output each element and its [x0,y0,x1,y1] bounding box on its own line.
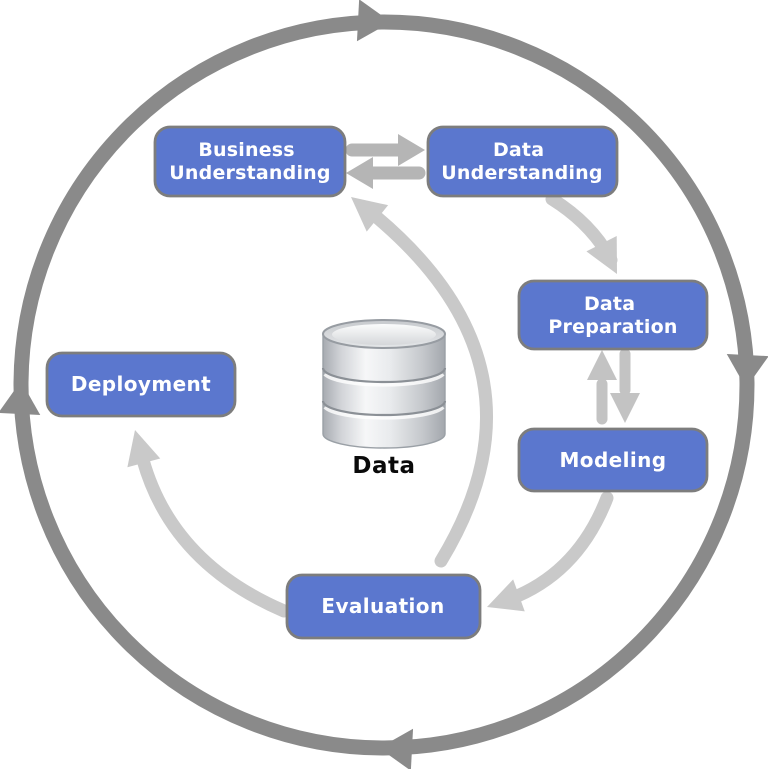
arrowhead [587,350,617,380]
node-label-business-understanding: Business Understanding [169,139,330,184]
node-data-understanding: Data Understanding [426,125,619,198]
node-business-understanding: Business Understanding [153,125,347,198]
node-evaluation: Evaluation [285,573,482,640]
arrowhead [346,157,373,189]
database-top-inner [332,324,436,345]
node-modeling: Modeling [517,427,709,493]
arrow-data-preparation-to-modeling [610,348,640,423]
arrow-shaft [361,203,494,568]
node-label-evaluation: Evaluation [321,594,444,618]
arrow-shaft [503,491,614,606]
arrow-evaluation-to-deployment [127,430,291,618]
arrow-modeling-to-evaluation [487,491,614,612]
arrow-shaft [136,453,291,618]
cycle-arrowhead-left [0,381,41,416]
arrowhead [610,393,640,423]
node-box-modeling [517,427,709,493]
arrow-evaluation-to-business-understanding [351,197,494,568]
arrowhead [487,579,525,612]
arrowhead [586,235,617,274]
node-data-preparation: Data Preparation [517,279,709,351]
database-highlight-2 [323,405,445,420]
cycle-arrowhead-right [726,353,768,388]
arrowhead [398,134,425,166]
node-box-deployment [45,351,237,418]
database-groove-2 [321,400,447,417]
arrow-business-to-data-understanding [345,134,425,166]
node-box-data-preparation [517,279,709,351]
node-box-business-understanding [153,125,347,198]
database-icon: Data [321,319,447,479]
arrowhead [351,197,389,232]
cycle-arrowhead-top [356,0,391,42]
database-highlight-1 [323,372,445,387]
arrow-data-understanding-to-data-preparation [545,192,618,274]
node-label-deployment: Deployment [71,372,211,396]
node-box-data-understanding [426,125,619,198]
arrow-data-understanding-to-business [346,157,426,189]
node-label-data-understanding: Data Understanding [441,139,602,184]
node-label-modeling: Modeling [560,448,667,472]
database-body [322,333,446,449]
arrow-modeling-to-data-preparation [587,350,617,425]
arrowhead [127,430,161,468]
data-label: Data [352,453,415,479]
node-deployment: Deployment [45,351,237,418]
database-groove-1 [321,367,447,384]
cycle-arrowhead-bottom [379,728,414,769]
node-box-evaluation [285,573,482,640]
node-label-data-preparation: Data Preparation [548,293,677,338]
